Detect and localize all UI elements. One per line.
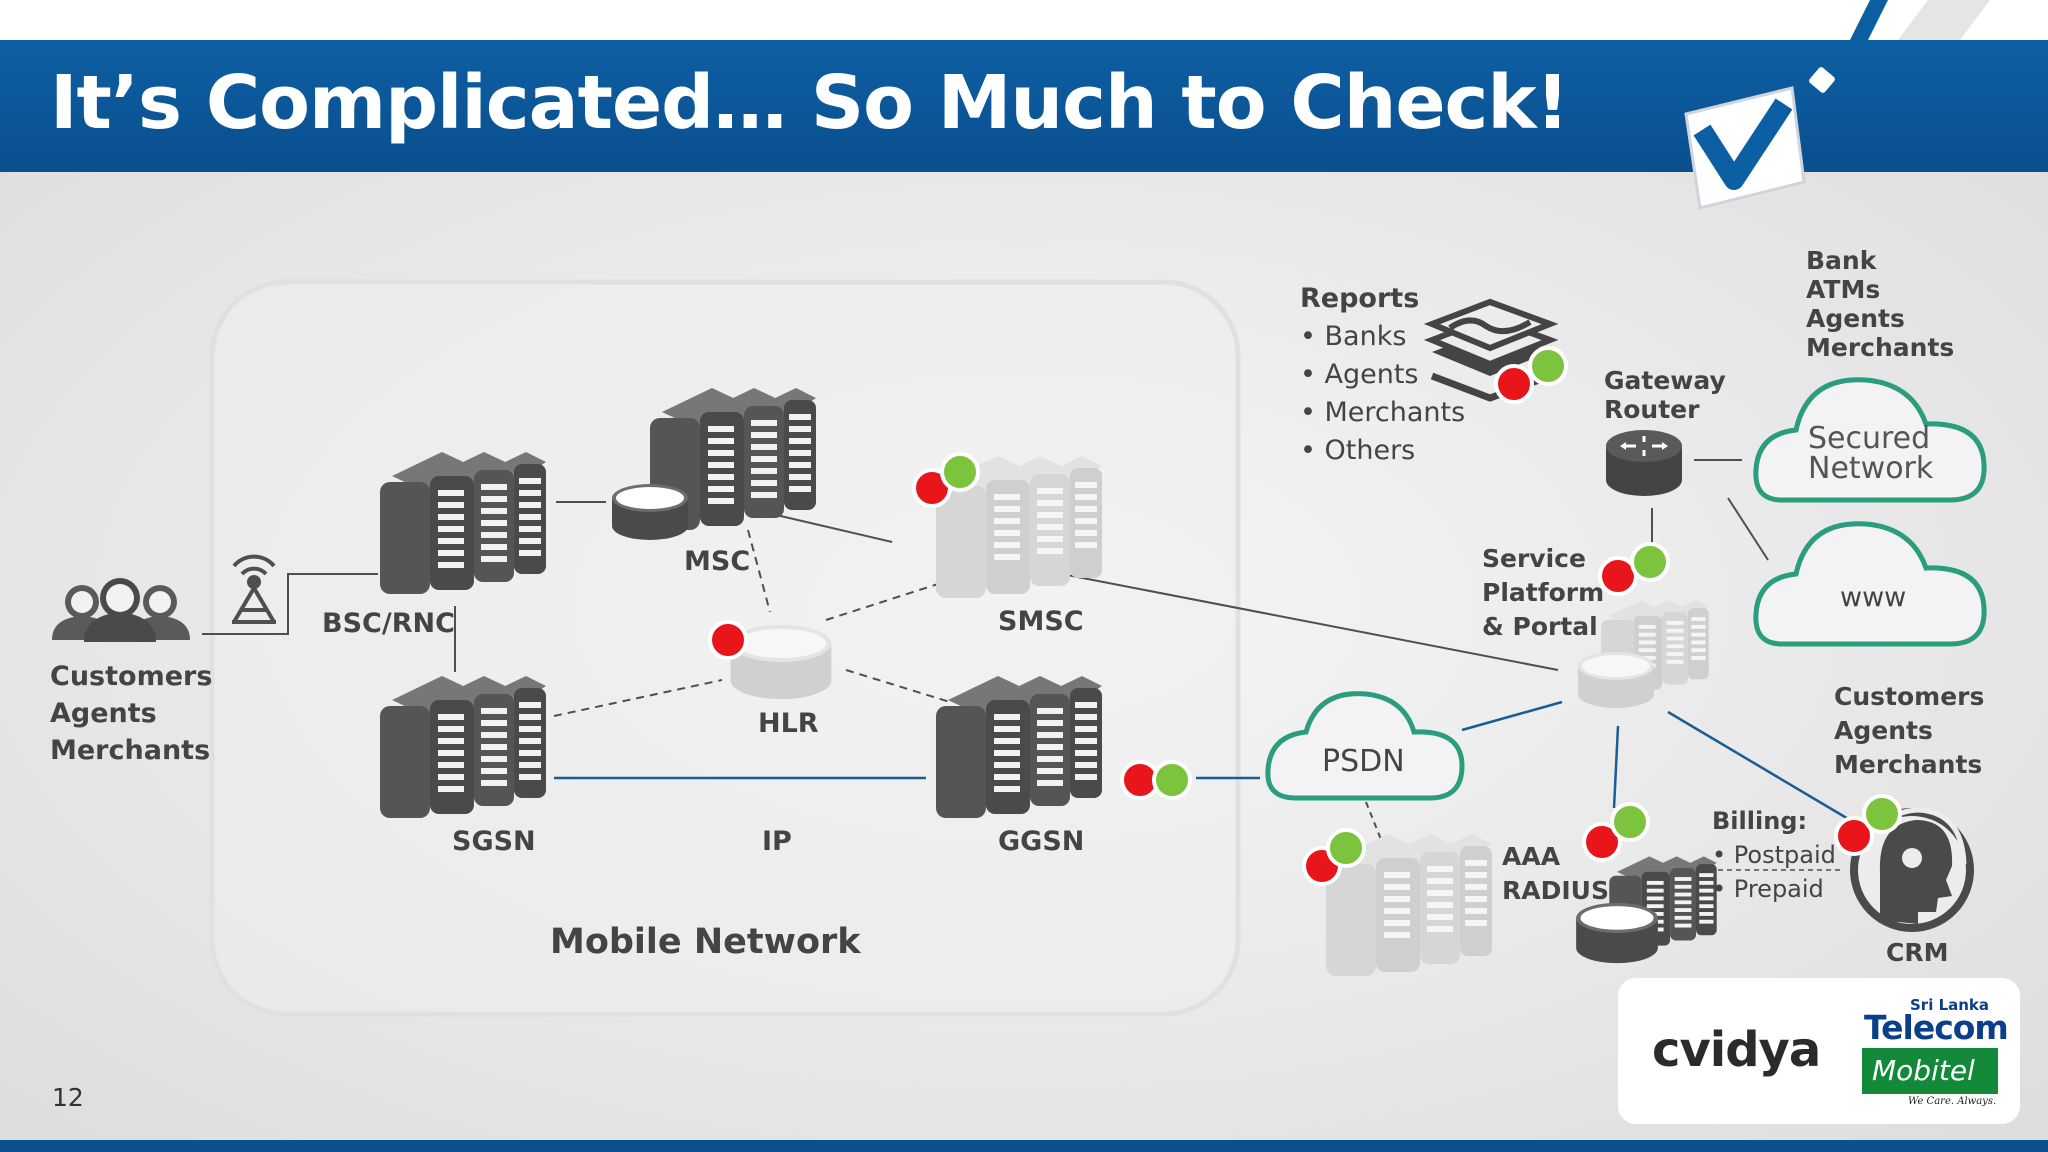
bsc-rnc-label: BSC/RNC bbox=[322, 608, 455, 639]
msc-database-icon bbox=[612, 484, 688, 540]
sgsn-server-icon bbox=[380, 676, 546, 818]
network-links bbox=[202, 459, 1851, 871]
smsc-status-green-dot bbox=[940, 452, 980, 492]
bank-group-item: ATMs bbox=[1806, 275, 1881, 304]
billing-status-green-dot bbox=[1610, 802, 1650, 842]
bank-group: Bank ATMs Agents Merchants bbox=[1806, 246, 1954, 362]
crm-status-red-dot bbox=[1834, 816, 1874, 856]
billing-status-red-dot bbox=[1582, 822, 1622, 862]
crm-label: CRM bbox=[1886, 938, 1949, 967]
aaa-line: RADIUS bbox=[1502, 876, 1609, 905]
psdn-cloud-icon bbox=[1265, 691, 1465, 801]
reports-item: • Others bbox=[1300, 435, 1416, 466]
secured-network-line: Network bbox=[1808, 451, 1934, 486]
customers-right-group: Customers Agents Merchants bbox=[1834, 680, 1984, 782]
reports-status-red-dot bbox=[1494, 364, 1534, 404]
crm-headset-icon bbox=[1850, 807, 1974, 932]
ggsn-status-green-dot bbox=[1152, 760, 1192, 800]
crm-status-green-dot bbox=[1862, 794, 1902, 834]
billing-title: Billing: bbox=[1712, 807, 1808, 835]
gateway-router-label: Gateway Router bbox=[1604, 366, 1726, 424]
ggsn-server-icon bbox=[936, 676, 1102, 818]
aaa-radius-label: AAA RADIUS bbox=[1502, 840, 1609, 908]
antenna-tower-icon bbox=[232, 554, 276, 624]
checkmark-logo-icon bbox=[1684, 67, 1835, 210]
customers-right-item: Agents bbox=[1834, 716, 1933, 745]
aaa-status-green-dot bbox=[1326, 828, 1366, 868]
aaa-line: AAA bbox=[1502, 842, 1561, 871]
billing-item: • Prepaid bbox=[1712, 875, 1824, 903]
top-strip bbox=[0, 0, 2048, 40]
bank-group-item: Merchants bbox=[1806, 333, 1955, 362]
service-platform-label: Service Platform & Portal bbox=[1482, 542, 1604, 644]
cvidya-logo: cvidya bbox=[1652, 1022, 1821, 1078]
customers-right-item: Customers bbox=[1834, 682, 1985, 711]
customers-left-item: Merchants bbox=[50, 735, 211, 766]
bank-group-item: Bank bbox=[1806, 246, 1877, 275]
customers-left-item: Customers bbox=[50, 661, 213, 692]
banner-slash-light bbox=[1898, 0, 1990, 40]
gateway-label-line: Router bbox=[1604, 395, 1700, 424]
partner-logos: cvidya Sri Lanka Telecom Mobitel We Care… bbox=[1618, 978, 2020, 1124]
secured-network-label: Secured Network bbox=[1808, 424, 1933, 484]
reports-block: Reports • Banks • Agents • Merchants • O… bbox=[1300, 280, 1465, 470]
customers-left-item: Agents bbox=[50, 698, 157, 729]
bottom-strip bbox=[0, 1140, 2048, 1152]
status-indicators bbox=[708, 346, 1902, 886]
www-cloud-icon bbox=[1753, 521, 1987, 647]
sgsn-label: SGSN bbox=[452, 826, 536, 857]
ggsn-label: GGSN bbox=[998, 826, 1085, 857]
billing-block: Billing: • Postpaid • Prepaid bbox=[1712, 804, 1836, 906]
slt-line2: Telecom bbox=[1864, 1008, 2009, 1047]
page-number: 12 bbox=[52, 1083, 84, 1112]
reports-stack-icon bbox=[1423, 298, 1559, 402]
customers-left-group: Customers Agents Merchants bbox=[50, 658, 212, 769]
reports-item: • Banks bbox=[1300, 321, 1407, 352]
secured-network-cloud-icon bbox=[1753, 377, 1987, 503]
banner-slash-decoration bbox=[1850, 0, 1888, 40]
ip-label: IP bbox=[762, 826, 792, 857]
reports-status-green-dot bbox=[1528, 346, 1568, 386]
psdn-label: PSDN bbox=[1322, 744, 1405, 779]
www-label: www bbox=[1840, 582, 1907, 613]
msc-label: MSC bbox=[684, 546, 751, 577]
gateway-router-icon bbox=[1606, 430, 1682, 496]
slt-mobitel-logo: Sri Lanka Telecom Mobitel We Care. Alway… bbox=[1862, 996, 2009, 1114]
reports-item: • Agents bbox=[1300, 359, 1419, 390]
service-platform-line: & Portal bbox=[1482, 612, 1598, 641]
reports-title: Reports bbox=[1300, 283, 1420, 314]
billing-item: • Postpaid bbox=[1712, 841, 1836, 869]
slide-title: It’s Complicated… So Much to Check! bbox=[50, 60, 1569, 146]
bsc-rnc-server-icon bbox=[380, 452, 546, 594]
secured-network-line: Secured bbox=[1808, 421, 1931, 456]
gateway-label-line: Gateway bbox=[1604, 366, 1726, 395]
mobile-network-label: Mobile Network bbox=[550, 922, 861, 962]
customers-right-item: Merchants bbox=[1834, 750, 1983, 779]
customers-people-icon bbox=[52, 578, 190, 642]
smsc-label: SMSC bbox=[998, 606, 1084, 637]
hlr-status-red-dot bbox=[708, 620, 748, 660]
service-platform-line: Platform bbox=[1482, 578, 1605, 607]
service-platform-status-green-dot bbox=[1630, 542, 1670, 582]
mobitel-band: Mobitel bbox=[1862, 1048, 1998, 1094]
billing-database-icon bbox=[1576, 902, 1658, 964]
reports-item: • Merchants bbox=[1300, 397, 1466, 428]
service-platform-line: Service bbox=[1482, 544, 1586, 573]
bank-group-item: Agents bbox=[1806, 304, 1905, 333]
mobitel-tagline: We Care. Always. bbox=[1908, 1096, 1997, 1107]
mobitel-text: Mobitel bbox=[1872, 1054, 1975, 1087]
service-platform-database-icon bbox=[1578, 652, 1654, 708]
hlr-label: HLR bbox=[758, 708, 819, 739]
slt-line1: Sri Lanka bbox=[1910, 996, 1990, 1014]
